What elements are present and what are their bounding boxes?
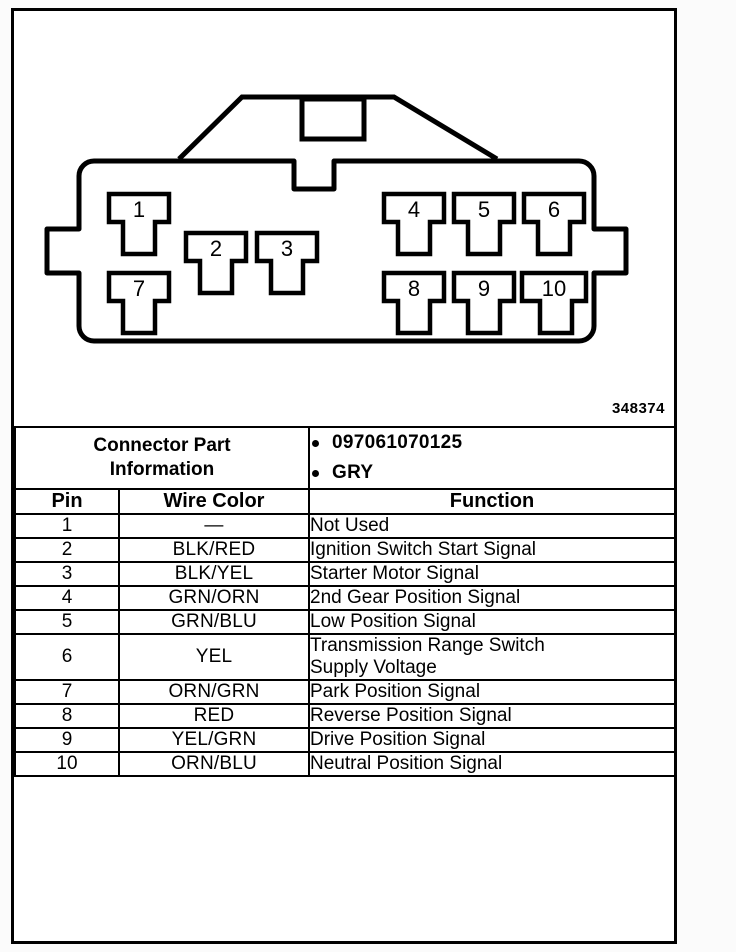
figure-frame: 1 2 3 4 5 6 7 8 9 10 348374 (11, 8, 677, 944)
cell-function: Drive Position Signal (308, 727, 676, 753)
table-row: 1 — Not Used (14, 513, 676, 539)
table-row: 10 ORN/BLU Neutral Position Signal (14, 751, 676, 777)
table-row: 8 RED Reverse Position Signal (14, 703, 676, 729)
cell-wire-color: ORN/BLU (118, 751, 310, 777)
connector-body-outline (44, 158, 629, 344)
cell-pin: 2 (14, 537, 120, 563)
pin-number-6: 6 (548, 197, 560, 222)
pin-cavity-5 (451, 191, 517, 257)
function-line-1: Ignition Switch Start Signal (310, 539, 537, 560)
cell-wire-color: RED (118, 703, 310, 729)
pin-number-1: 1 (133, 197, 145, 222)
column-header-pin: Pin (14, 488, 120, 515)
cell-wire-color: GRN/BLU (118, 609, 310, 635)
table-row: 2 BLK/RED Ignition Switch Start Signal (14, 537, 676, 563)
function-line-1: 2nd Gear Position Signal (310, 587, 521, 608)
cpi-value-list: 097061070125 GRY (310, 428, 674, 488)
pin-number-7: 7 (133, 276, 145, 301)
pin-number-10: 10 (542, 276, 566, 301)
cell-pin: 10 (14, 751, 120, 777)
figure-reference-number: 348374 (611, 400, 665, 417)
cell-pin: 8 (14, 703, 120, 729)
connector-illustration: 1 2 3 4 5 6 7 8 9 10 348374 (14, 11, 674, 426)
pin-cavity-7 (106, 270, 172, 336)
cpi-value-part-number: 097061070125 (310, 428, 674, 458)
pin-cavity-1 (106, 191, 172, 257)
pin-number-5: 5 (478, 197, 490, 222)
pin-number-3: 3 (281, 236, 293, 261)
pin-cavity-8 (381, 270, 447, 336)
pin-number-2: 2 (210, 236, 222, 261)
cell-function: Not Used (308, 513, 676, 539)
table-row: 6 YEL Transmission Range Switch Supply V… (14, 633, 676, 681)
function-line-1: Drive Position Signal (310, 729, 486, 750)
cell-wire-color: GRN/ORN (118, 585, 310, 611)
latch-tab-outline (177, 94, 499, 162)
cell-wire-color: YEL/GRN (118, 727, 310, 753)
function-line-1: Starter Motor Signal (310, 563, 479, 584)
table-row: 4 GRN/ORN 2nd Gear Position Signal (14, 585, 676, 611)
cell-wire-color: BLK/RED (118, 537, 310, 563)
cell-pin: 3 (14, 561, 120, 587)
cell-pin: 1 (14, 513, 120, 539)
function-line-1: Park Position Signal (310, 681, 481, 702)
table-row-connector-part-information: Connector Part Information 097061070125 … (14, 426, 676, 490)
cell-wire-color: BLK/YEL (118, 561, 310, 587)
pin-cavity-9 (451, 270, 517, 336)
column-header-wire-color: Wire Color (118, 488, 310, 515)
function-line-1: Transmission Range Switch (310, 635, 545, 656)
function-line-1: Low Position Signal (310, 611, 476, 632)
connector-part-information-values: 097061070125 GRY (308, 426, 676, 490)
pin-number-8: 8 (408, 276, 420, 301)
connector-drawing: 1 2 3 4 5 6 7 8 9 10 (44, 94, 629, 344)
pin-out-table: Connector Part Information 097061070125 … (14, 426, 676, 777)
table-row: 3 BLK/YEL Starter Motor Signal (14, 561, 676, 587)
cell-function: Neutral Position Signal (308, 751, 676, 777)
function-line-1: Reverse Position Signal (310, 705, 512, 726)
cpi-label-line1: Connector Part (93, 435, 231, 456)
pin-number-9: 9 (478, 276, 490, 301)
cell-wire-color: ORN/GRN (118, 679, 310, 705)
cell-function: 2nd Gear Position Signal (308, 585, 676, 611)
cell-function: Reverse Position Signal (308, 703, 676, 729)
cell-function: Low Position Signal (308, 609, 676, 635)
cell-function: Park Position Signal (308, 679, 676, 705)
cell-function: Starter Motor Signal (308, 561, 676, 587)
table-header-row: Pin Wire Color Function (14, 488, 676, 515)
cell-pin: 5 (14, 609, 120, 635)
cell-function: Transmission Range Switch Supply Voltage (308, 633, 676, 681)
table-row: 7 ORN/GRN Park Position Signal (14, 679, 676, 705)
table-row: 5 GRN/BLU Low Position Signal (14, 609, 676, 635)
function-line-1: Neutral Position Signal (310, 753, 503, 774)
cell-function: Ignition Switch Start Signal (308, 537, 676, 563)
cpi-value-color-code: GRY (310, 458, 674, 488)
pin-cavity-2 (183, 230, 249, 296)
cell-pin: 7 (14, 679, 120, 705)
cell-pin: 6 (14, 633, 120, 681)
function-line-1: Not Used (310, 515, 390, 536)
pin-number-4: 4 (408, 197, 420, 222)
table-row: 9 YEL/GRN Drive Position Signal (14, 727, 676, 753)
pin-cavity-6 (521, 191, 587, 257)
pin-cavity-3 (254, 230, 320, 296)
function-line-2: Supply Voltage (310, 657, 437, 678)
pin-cavity-10 (519, 270, 589, 336)
connector-part-information-label: Connector Part Information (14, 426, 310, 490)
cell-wire-color: YEL (118, 633, 310, 681)
cell-wire-color: — (118, 513, 310, 539)
column-header-function: Function (308, 488, 676, 515)
latch-tab-window (299, 96, 367, 142)
cell-pin: 9 (14, 727, 120, 753)
cpi-label-line2: Information (109, 459, 215, 480)
pin-cavity-4 (381, 191, 447, 257)
cell-pin: 4 (14, 585, 120, 611)
